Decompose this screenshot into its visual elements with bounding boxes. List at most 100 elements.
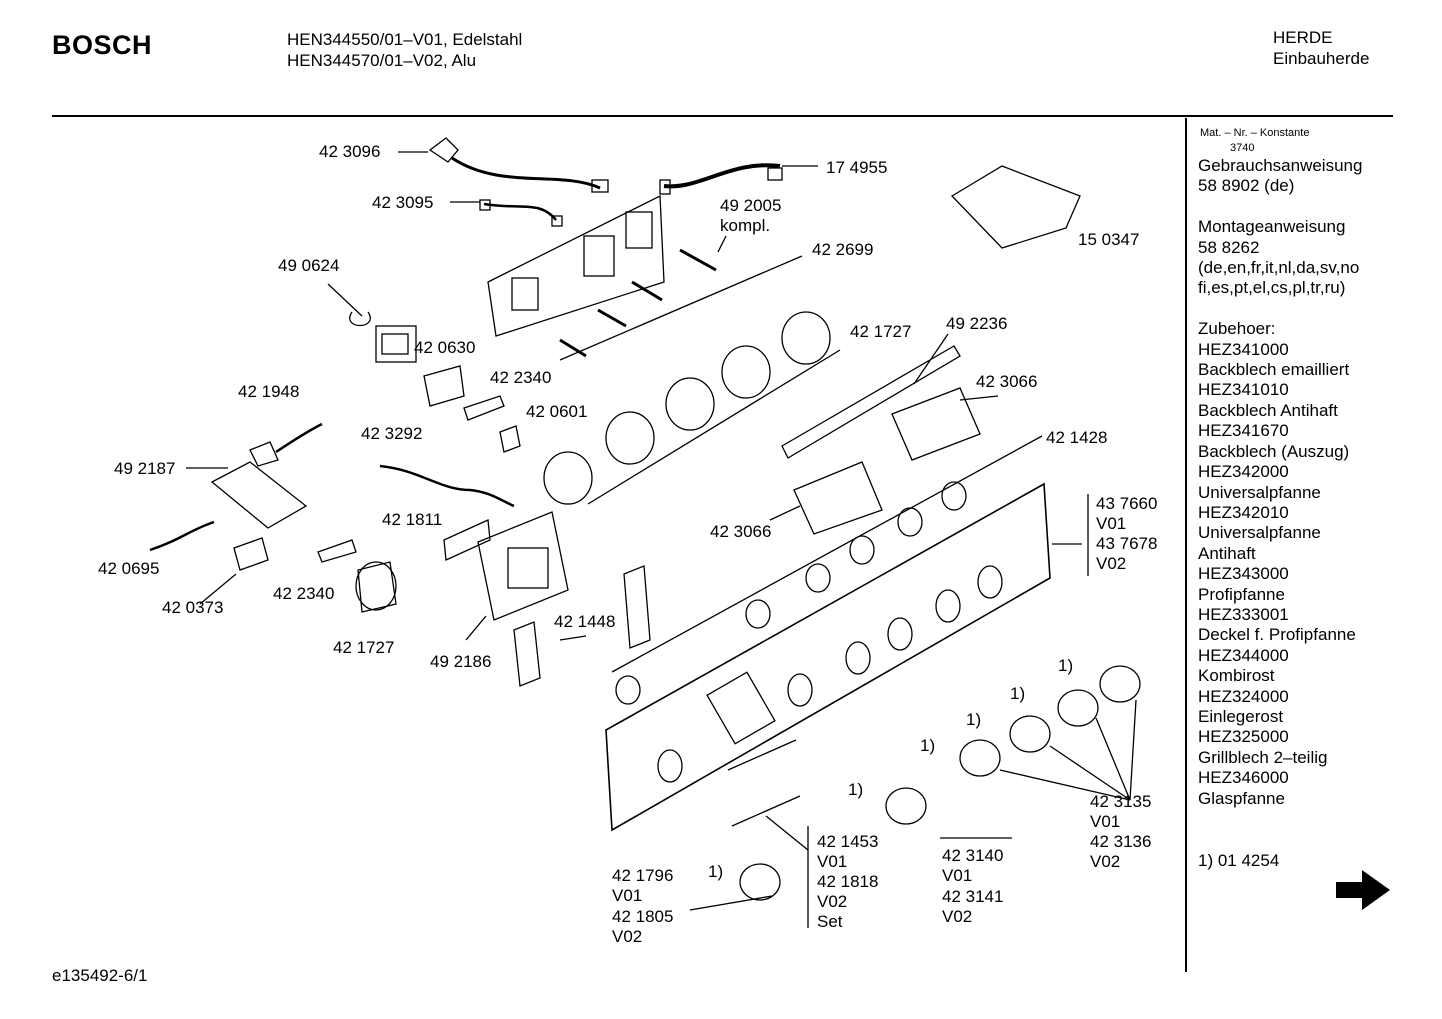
part-label: 42 1805: [612, 907, 674, 926]
footnote-marker: 1): [1010, 684, 1026, 703]
sidebar-line: fi,es,pt,el,cs,pl,tr,ru): [1198, 278, 1346, 298]
part-label: 42 3141: [942, 887, 1004, 906]
part-label: kompl.: [720, 216, 771, 235]
wire-short: [483, 202, 557, 221]
part-label: Set: [817, 912, 843, 931]
part-label: 49 2186: [430, 652, 492, 671]
sidebar-footnote: 1) 01 4254: [1198, 851, 1280, 870]
part-label: 42 3136: [1090, 832, 1152, 851]
part-label: V01: [612, 886, 643, 905]
sidebar-line: Montageanweisung: [1198, 217, 1346, 237]
sidebar-line: Backblech Antihaft: [1198, 400, 1338, 420]
part-label: 42 0601: [526, 402, 588, 421]
sidebar-line: Kombirost: [1198, 666, 1275, 686]
part-label: 42 3135: [1090, 792, 1152, 811]
sidebar-line: HEZ341000: [1198, 339, 1289, 359]
part-label: 42 1448: [554, 612, 616, 631]
part-label: 42 2699: [812, 240, 874, 259]
sidebar-line: HEZ342000: [1198, 462, 1289, 482]
sidebar-line: HEZ325000: [1198, 727, 1289, 747]
part-label: 49 0624: [278, 256, 340, 275]
connector-plug: [591, 179, 609, 193]
sidebar-line: HEZ324000: [1198, 686, 1289, 706]
part-label: V02: [942, 907, 973, 926]
connector-part: [428, 137, 459, 163]
sidebar-line: HEZ344000: [1198, 645, 1289, 665]
sidebar-line: (de,en,fr,it,nl,da,sv,no: [1198, 258, 1360, 278]
part-label: 42 3095: [372, 193, 434, 212]
part-label: 42 3096: [319, 142, 381, 161]
part-label: V01: [1090, 812, 1121, 831]
connector-small-2: [551, 215, 563, 227]
part-label: 42 3066: [710, 522, 772, 541]
part-label: V02: [1090, 852, 1121, 871]
part-label: 42 3066: [976, 372, 1038, 391]
sidebar-line: HEZ333001: [1198, 604, 1289, 624]
part-label: 43 7678: [1096, 534, 1158, 553]
sidebar-line: Antihaft: [1198, 543, 1256, 563]
part-label: V01: [817, 852, 848, 871]
sidebar-line: Einlegerost: [1198, 706, 1284, 726]
part-label: 49 2187: [114, 459, 176, 478]
sidebar-line: Backblech emailliert: [1198, 360, 1350, 380]
material-code: 3740: [1230, 142, 1255, 154]
wire-harness: [451, 156, 601, 190]
sidebar-line: 58 8902 (de): [1198, 176, 1295, 196]
sidebar-line: HEZ346000: [1198, 768, 1289, 788]
category-title: HERDE: [1273, 28, 1333, 47]
category-block: HERDE Einbauherde: [1273, 27, 1369, 69]
part-label: V01: [942, 866, 973, 885]
sidebar-line: Grillblech 2–teilig: [1198, 747, 1328, 767]
part-label: 42 0695: [98, 559, 160, 578]
footnote-marker: 1): [920, 736, 936, 755]
sidebar-line: Glaspfanne: [1198, 788, 1285, 808]
material-header: Mat. – Nr. – Konstante: [1200, 127, 1310, 139]
sidebar-line: Zubehoer:: [1198, 319, 1276, 339]
part-label: 42 1428: [1046, 428, 1108, 447]
sidebar-line: HEZ343000: [1198, 564, 1289, 584]
footnote-marker: 1): [708, 862, 724, 881]
part-label: V02: [612, 927, 643, 946]
screw-sachet: [950, 165, 1081, 249]
control-knobs: [739, 665, 1141, 901]
sidebar-line: Universalpfanne: [1198, 523, 1321, 543]
control-board: [487, 194, 665, 337]
part-label: 42 0630: [414, 338, 476, 357]
part-label: 43 7660: [1096, 494, 1158, 513]
model-list: HEN344550/01–V01, Edelstahl HEN344570/01…: [287, 29, 522, 71]
sidebar-line: Gebrauchsanweisung: [1198, 156, 1363, 175]
part-label: 42 1727: [850, 322, 912, 341]
part-label: 42 3292: [361, 424, 423, 443]
knob-sleeve-row: [543, 311, 831, 505]
timer-module: [477, 511, 569, 621]
part-label: 42 3140: [942, 846, 1004, 865]
part-label: V02: [1096, 554, 1127, 573]
ribbon-cable: [663, 163, 781, 189]
sidebar-line: Profipfanne: [1198, 584, 1285, 604]
part-label: V02: [817, 892, 848, 911]
part-label: 42 1948: [238, 382, 300, 401]
footnote-marker: 1): [1058, 656, 1074, 675]
part-label: 42 1727: [333, 638, 395, 657]
sidebar-line: Universalpfanne: [1198, 482, 1321, 502]
model-line-1: HEN344550/01–V01, Edelstahl: [287, 30, 523, 49]
part-label: 17 4955: [826, 158, 888, 177]
terminal-block: [210, 461, 308, 529]
part-label: 42 1811: [382, 510, 443, 529]
sidebar-line: 58 8262: [1198, 237, 1260, 257]
category-subtitle: Einbauherde: [1273, 49, 1370, 68]
part-label: 42 2340: [490, 368, 552, 387]
part-label: 15 0347: [1078, 230, 1140, 249]
temperature-regulator: [375, 325, 417, 363]
sidebar-line: HEZ341670: [1198, 421, 1289, 441]
sidebar-line: [1198, 299, 1362, 319]
part-label: 42 2340: [273, 584, 335, 603]
connector-small: [479, 199, 491, 211]
drawing-id: e135492-6/1: [52, 966, 148, 985]
part-label: 42 1818: [817, 872, 879, 891]
part-label: 42 0373: [162, 598, 224, 617]
brand-logo: BOSCH: [52, 30, 153, 60]
part-label: 49 2005: [720, 196, 782, 215]
